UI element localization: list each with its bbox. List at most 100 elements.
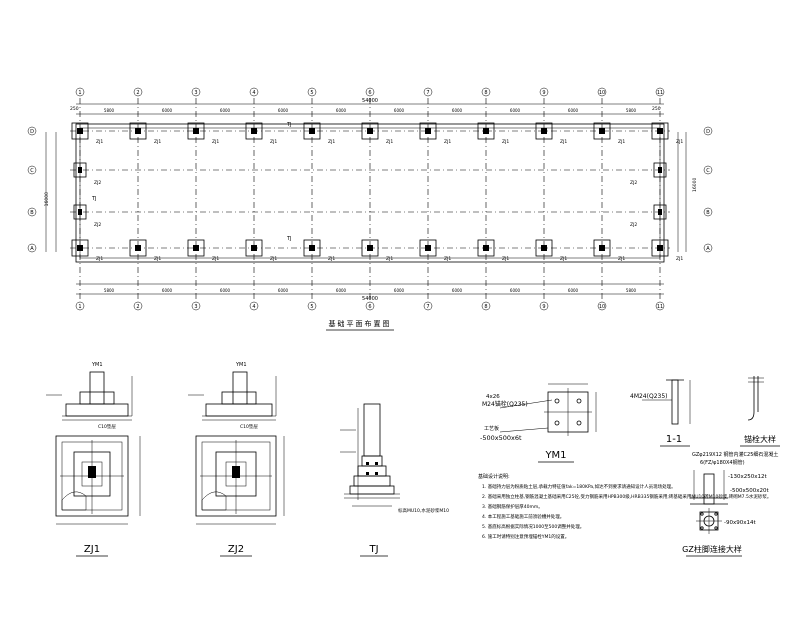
column (193, 128, 199, 134)
column (77, 128, 83, 134)
column (309, 128, 315, 134)
axis-label-right: A (706, 246, 710, 252)
axis-bubble-top (133, 87, 143, 97)
footing-label-zj1: ZJ1 (444, 256, 451, 262)
axis-bubble-top (365, 87, 375, 97)
footing-outline (129, 122, 147, 140)
span-dim-top: 6000 (510, 108, 521, 113)
span-dim-top: 5800 (104, 108, 115, 113)
axis-bubble-bottom (307, 301, 317, 311)
axis-label-top: 4 (252, 90, 255, 96)
span-dim-bottom: 6000 (568, 288, 579, 293)
column (425, 245, 431, 251)
axis-label-right: C (706, 168, 710, 174)
ym1-bolt: M24锚栓(Q235) (482, 400, 528, 408)
span-dim-bottom: 6000 (394, 288, 405, 293)
column (541, 128, 547, 134)
footing-outline (73, 162, 87, 178)
axis-bubble-bottom (365, 301, 375, 311)
foundation-plan: 54000 250 250 54000 16000 16000 ZJ1ZJ1ZJ… (27, 87, 713, 331)
gz-title: GZ柱脚连接大样 (682, 544, 742, 554)
axis-label-top: 8 (484, 90, 487, 96)
zj1-c10-label: C10垫层 (98, 423, 116, 430)
anchor-title: 锚栓大样 (744, 434, 776, 444)
axis-label-top: 6 (368, 90, 371, 96)
axis-bubble-top (597, 87, 607, 97)
footing-outline (477, 239, 495, 257)
footing-outline (361, 239, 379, 257)
axis-bubble-top (307, 87, 317, 97)
ym1-detail: 4x26 M24锚栓(Q235) 工艺板 -500x500x6t YM1 (480, 383, 597, 463)
footing-label-zj1: ZJ1 (386, 256, 393, 262)
column (658, 209, 662, 215)
footing-label-zj1: ZJ1 (676, 139, 683, 145)
axis-label-top: 2 (136, 90, 139, 96)
axis-bubble-top (423, 87, 433, 97)
span-dim-top: 6000 (336, 108, 347, 113)
ym1-title: YM1 (544, 450, 566, 461)
axis-label-left: C (30, 168, 34, 174)
footing-outline (419, 122, 437, 140)
axis-bubble-bottom (133, 301, 143, 311)
column (541, 245, 547, 251)
span-dim-top: 6000 (568, 108, 579, 113)
footing-label-zj1: ZJ1 (270, 139, 277, 145)
footing-outline (71, 239, 89, 257)
gz-line3: -130x250x12t (728, 474, 767, 480)
zj1-title: ZJ1 (84, 544, 100, 555)
zj2-detail: YM1 C10垫层 ZJ2 (188, 362, 285, 557)
axis-bubble-top (249, 87, 259, 97)
tj-label-left: TJ (91, 196, 97, 202)
axis-label-right: D (706, 129, 710, 135)
axis-bubble-left (27, 126, 37, 136)
axis-label-left: D (30, 129, 34, 135)
footing-outline (245, 239, 263, 257)
footing-outline (535, 239, 553, 257)
footing-outline (593, 122, 611, 140)
axis-bubble-bottom (191, 301, 201, 311)
footing-label-zj2: ZJ2 (94, 180, 101, 186)
footing-outline (361, 122, 379, 140)
axis-bubble-bottom (655, 301, 665, 311)
footing-outline (535, 122, 553, 140)
axis-bubble-bottom (597, 301, 607, 311)
footing-outline (593, 239, 611, 257)
column (483, 245, 489, 251)
axis-label-top: 10 (599, 90, 605, 96)
axis-bubble-right (703, 243, 713, 253)
footing-label-zj1: ZJ1 (154, 256, 161, 262)
axis-label-bottom: 7 (426, 304, 429, 310)
column (367, 245, 373, 251)
column (658, 167, 662, 173)
note-item: 6. 施工时请特别注意预埋锚栓YM1的设置。 (482, 533, 569, 540)
span-dim-bottom: 6000 (452, 288, 463, 293)
footing-label-zj1: ZJ1 (618, 256, 625, 262)
axis-bubble-bottom (75, 301, 85, 311)
axis-label-top: 5 (310, 90, 313, 96)
column (78, 167, 82, 173)
footing-outline (303, 122, 321, 140)
tj-label-bottom: TJ (286, 236, 292, 242)
axis-bubble-top (481, 87, 491, 97)
footing-label-zj1: ZJ1 (560, 256, 567, 262)
footing-label-zj2: ZJ2 (630, 180, 637, 186)
axis-bubble-top (539, 87, 549, 97)
tj-detail: 标高MU10,水泥砂浆M10 TJ (340, 403, 449, 557)
axis-bubble-left (27, 165, 37, 175)
axis-label-bottom: 5 (310, 304, 313, 310)
footing-label-zj1: ZJ1 (502, 256, 509, 262)
column (309, 245, 315, 251)
footing-label-zj1: ZJ1 (154, 139, 161, 145)
footing-outline (303, 239, 321, 257)
top-end-offset-right: 250 (652, 106, 661, 112)
span-dim-top: 6000 (394, 108, 405, 113)
axis-bubble-top (655, 87, 665, 97)
axis-label-left: A (30, 246, 34, 252)
axis-label-top: 9 (542, 90, 545, 96)
ym1-plate-label: 工艺板 (484, 425, 499, 432)
span-dim-bottom: 6000 (220, 288, 231, 293)
note-item: 1. 基础持力层为粉质粘土层,承载力特征值fak=180KPa,如达不到要求请通… (482, 483, 676, 490)
footing-outline (245, 122, 263, 140)
note-item: 4. 本工程施工基础施工前须验槽并处理。 (482, 513, 564, 520)
notes-heading: 基础设计说明: (478, 473, 510, 480)
